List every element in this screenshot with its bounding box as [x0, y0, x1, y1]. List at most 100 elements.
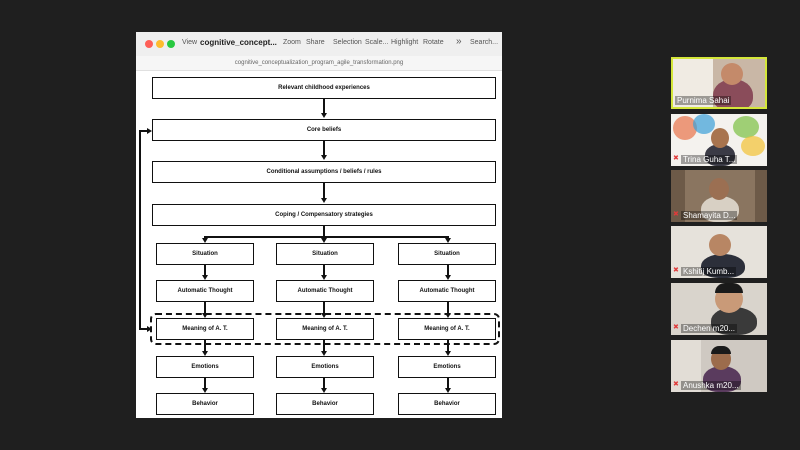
arrow-down-icon	[445, 275, 451, 280]
decor	[741, 136, 765, 156]
diagram-canvas: Relevant childhood experiences Core beli…	[136, 71, 502, 418]
muted-mic-icon: ✖	[673, 211, 679, 218]
box-behavior-3: Behavior	[398, 393, 496, 415]
participant-tile-2[interactable]: ✖ Trina Guha T...	[671, 114, 767, 166]
box-coping-strategies: Coping / Compensatory strategies	[152, 204, 496, 226]
branch-connector	[204, 236, 448, 238]
connector	[323, 378, 325, 390]
box-automatic-thought-3: Automatic Thought	[398, 280, 496, 302]
zoom-button[interactable]: Zoom	[283, 39, 301, 46]
participant-name: Dechen m20...	[681, 324, 738, 333]
muted-mic-icon: ✖	[673, 267, 679, 274]
connector	[204, 302, 206, 316]
connector	[323, 340, 325, 354]
connector	[204, 340, 206, 354]
feedback-loop-line	[139, 328, 147, 330]
box-emotions-3: Emotions	[398, 356, 496, 378]
box-conditional-assumptions: Conditional assumptions / beliefs / rule…	[152, 161, 496, 183]
selection-button[interactable]: Selection	[333, 39, 362, 46]
more-tools-icon[interactable]: »	[456, 36, 462, 47]
rotate-button[interactable]: Rotate	[423, 39, 444, 46]
box-meaning-1: Meaning of A. T.	[156, 318, 254, 340]
arrow-right-icon	[147, 128, 152, 134]
person-body	[701, 254, 745, 278]
hair	[715, 283, 743, 293]
connector	[323, 302, 325, 316]
participant-name: Shamayita D...	[681, 211, 738, 220]
scale-button[interactable]: Scale...	[365, 39, 389, 46]
muted-mic-icon: ✖	[673, 381, 679, 388]
connector	[323, 265, 325, 275]
avatar	[721, 63, 743, 85]
arrow-down-icon	[321, 388, 327, 393]
viewer-toolbar: View cognitive_concept... Zoom Share Sel…	[136, 32, 502, 56]
connector	[447, 378, 449, 390]
participant-name: Trina Guha T...	[681, 155, 738, 164]
search-field[interactable]: Search...	[470, 39, 499, 46]
arrow-down-icon	[445, 351, 451, 356]
image-viewer-window: View cognitive_concept... Zoom Share Sel…	[136, 32, 502, 418]
arrow-down-icon	[321, 275, 327, 280]
box-automatic-thought-2: Automatic Thought	[276, 280, 374, 302]
avatar	[709, 178, 729, 200]
box-behavior-1: Behavior	[156, 393, 254, 415]
participant-tile-1[interactable]: Purnima Sahai	[671, 57, 767, 109]
box-emotions-2: Emotions	[276, 356, 374, 378]
background-wall	[671, 340, 701, 392]
participant-tile-5[interactable]: ✖ Dechen m20...	[671, 283, 767, 335]
box-childhood-experiences: Relevant childhood experiences	[152, 77, 496, 99]
participant-tile-6[interactable]: ✖ Anushka m20...	[671, 340, 767, 392]
close-window-button[interactable]	[145, 40, 153, 48]
arrow-down-icon	[321, 113, 327, 118]
connector	[447, 340, 449, 354]
arrow-down-icon	[202, 275, 208, 280]
arrow-down-icon	[321, 351, 327, 356]
muted-mic-icon: ✖	[673, 155, 679, 162]
avatar	[709, 234, 731, 256]
arrow-down-icon	[445, 238, 451, 243]
file-name-bar: cognitive_conceptualization_program_agil…	[136, 56, 502, 71]
participant-name: Anushka m20...	[681, 381, 741, 390]
feedback-loop-line	[139, 130, 147, 132]
hair	[711, 346, 731, 354]
person-body	[703, 366, 741, 392]
box-situation-1: Situation	[156, 243, 254, 265]
view-menu-button[interactable]: View	[182, 39, 198, 46]
person-body	[705, 144, 735, 166]
share-button[interactable]: Share	[306, 39, 325, 46]
highlight-button[interactable]: Highlight	[391, 39, 419, 46]
arrow-down-icon	[202, 313, 208, 318]
participant-tile-4[interactable]: ✖ Kshitij Kumb...	[671, 226, 767, 278]
participant-name: Purnima Sahai	[675, 96, 732, 105]
zoom-window-button[interactable]	[167, 40, 175, 48]
box-situation-2: Situation	[276, 243, 374, 265]
background-wall	[673, 59, 713, 107]
box-core-beliefs: Core beliefs	[152, 119, 496, 141]
muted-mic-icon: ✖	[673, 324, 679, 331]
arrow-down-icon	[321, 313, 327, 318]
arrow-down-icon	[321, 155, 327, 160]
participant-name: Kshitij Kumb...	[681, 267, 737, 276]
arrow-down-icon	[321, 198, 327, 203]
connector	[447, 265, 449, 275]
connector	[204, 265, 206, 275]
connector	[323, 183, 325, 198]
minimize-window-button[interactable]	[156, 40, 164, 48]
arrow-down-icon	[321, 238, 327, 243]
arrow-right-icon	[147, 326, 152, 332]
feedback-loop-line	[139, 130, 141, 329]
connector	[204, 378, 206, 390]
arrow-down-icon	[445, 313, 451, 318]
connector	[447, 302, 449, 316]
arrow-down-icon	[202, 351, 208, 356]
box-meaning-3: Meaning of A. T.	[398, 318, 496, 340]
connector	[323, 99, 325, 113]
box-situation-3: Situation	[398, 243, 496, 265]
box-automatic-thought-1: Automatic Thought	[156, 280, 254, 302]
avatar	[711, 128, 729, 148]
connector	[323, 141, 325, 155]
decor	[733, 116, 759, 138]
participant-tile-3[interactable]: ✖ Shamayita D...	[671, 170, 767, 222]
arrow-down-icon	[445, 388, 451, 393]
decor	[693, 114, 715, 134]
